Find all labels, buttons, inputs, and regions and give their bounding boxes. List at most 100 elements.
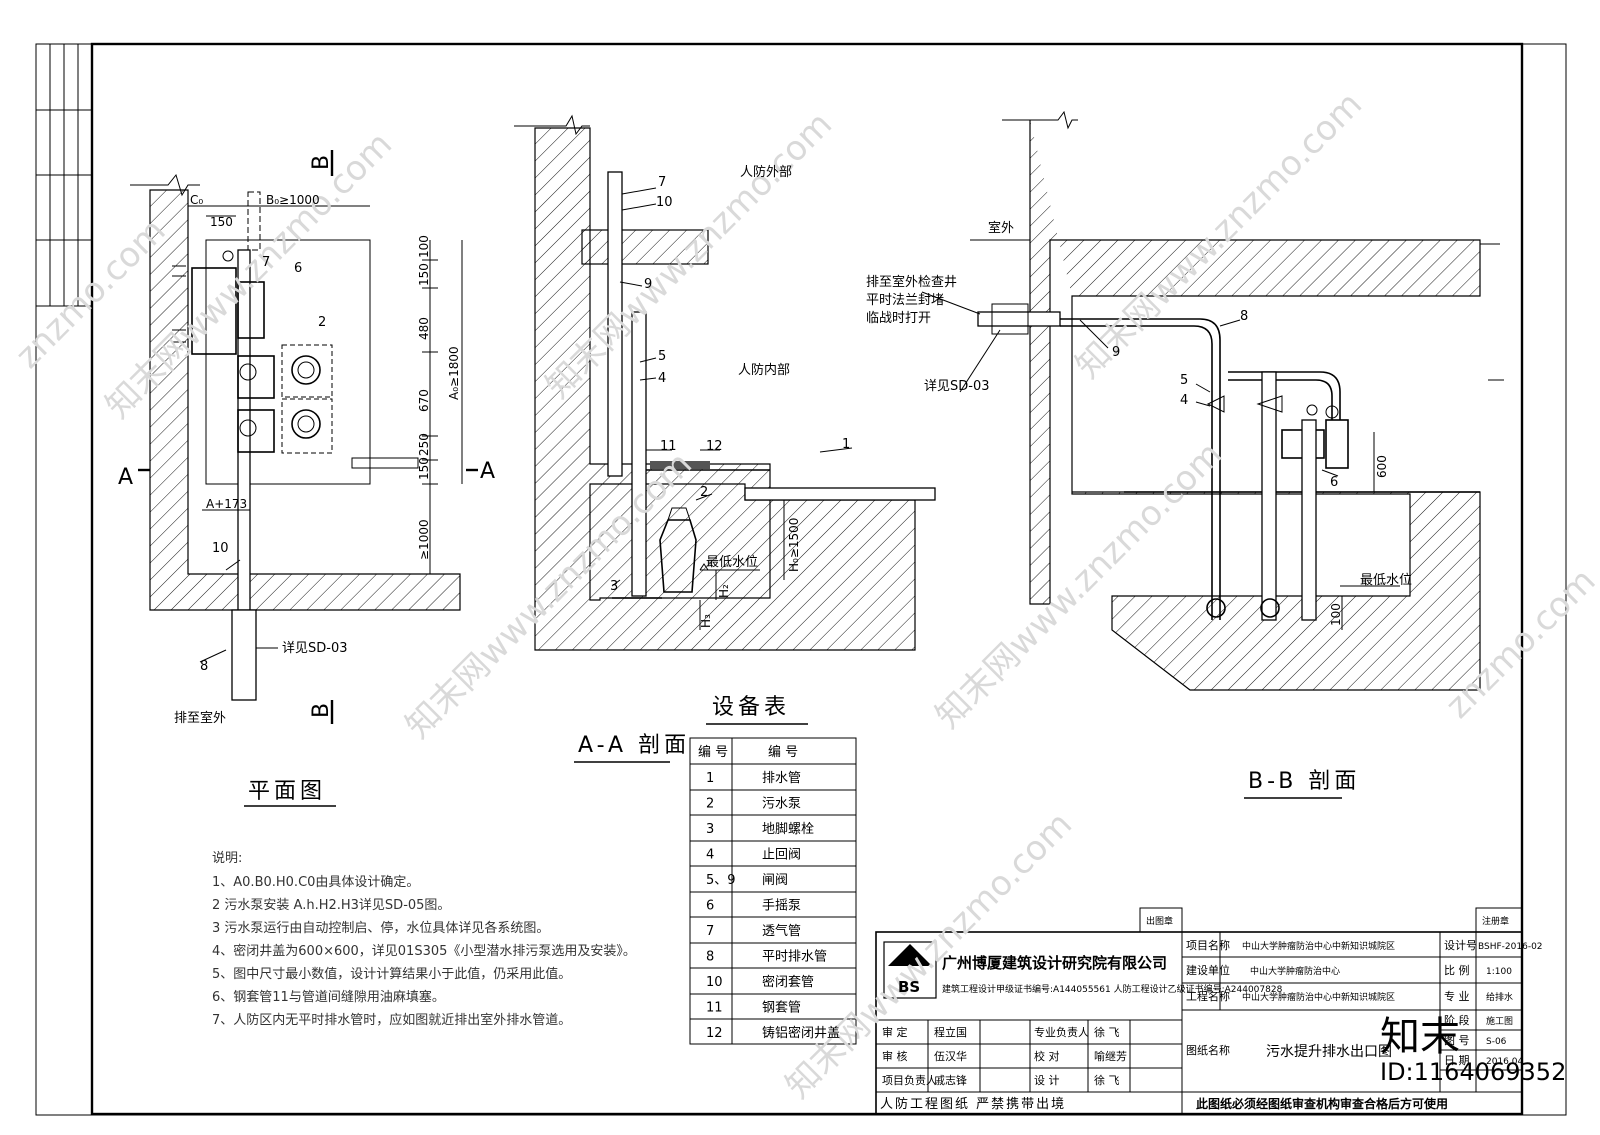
aa-dim-h2: H₂ [717, 584, 731, 598]
note-item: 4、密闭井盖为600×600，详见01S305《小型潜水排污泵选用及安装》。 [212, 943, 636, 959]
watermark-text: 知末网www.znzmo.com [1068, 84, 1370, 386]
watermark-text: 知末网www.znzmo.com [928, 434, 1230, 736]
section-aa-view [514, 114, 936, 651]
scale-value: 1:100 [1486, 967, 1512, 977]
dim-a173: A+173 [206, 497, 247, 511]
bb-outdoor: 室外 [988, 220, 1014, 236]
plan-callout-2: 2 [318, 315, 326, 330]
dim-right-0: 100 [417, 235, 431, 258]
table-row-number: 8 [706, 950, 714, 965]
table-row-name: 污水泵 [762, 797, 801, 812]
table-row-number: 12 [706, 1026, 723, 1041]
dim-right-4: 250 [417, 433, 431, 456]
image-id: ID:1164069352 [1380, 1058, 1566, 1086]
bb-note-line-2: 临战时打开 [866, 311, 931, 326]
dim-c0: C₀ [190, 193, 203, 207]
work-label: 工程名称 [1186, 989, 1230, 1003]
bb-callout-6: 6 [1330, 475, 1338, 490]
section-aa-title: A-A 剖面 [578, 733, 690, 758]
sheet-value: S-06 [1486, 1037, 1507, 1047]
aa-callout-5: 5 [658, 349, 666, 364]
spec-label: 专 业 [1444, 989, 1470, 1003]
section-mark-b-top: B [309, 151, 334, 170]
note-item: 6、钢套管11与管道间缝隙用油麻填塞。 [212, 989, 445, 1005]
client-label: 建设单位 [1186, 963, 1230, 977]
aa-callout-3: 3 [610, 579, 618, 594]
dim-150: 150 [210, 215, 233, 229]
table-row-number: 10 [706, 975, 723, 990]
plan-callout-7: 7 [262, 255, 270, 270]
date-value: 2016.04 [1486, 1057, 1523, 1067]
dim-right-3: 670 [417, 389, 431, 412]
table-row-name: 排水管 [762, 771, 801, 786]
table-row-name: 钢套管 [762, 1000, 801, 1016]
aa-min-water: 最低水位 [706, 555, 758, 570]
dim-bottom: ≥1000 [417, 519, 431, 560]
stamp-out-label: 出图章 [1146, 915, 1173, 927]
aa-callout-9: 9 [644, 277, 652, 292]
bb-min-water: 最低水位 [1360, 573, 1412, 588]
notes-list: 1、A0.B0.H0.C0由具体设计确定。 2 污水泵安装 A.h.H2.H3详见… [212, 875, 636, 1028]
bb-callout-5: 5 [1180, 373, 1188, 388]
design-no-label: 设计号 [1444, 939, 1477, 952]
inner-frame [90, 42, 1524, 1116]
aa-callout-11: 11 [660, 439, 677, 454]
table-row-number: 3 [706, 822, 714, 837]
scale-label: 比 例 [1444, 963, 1470, 977]
table-row-name: 密闭套管 [762, 974, 814, 990]
margin-grid [35, 44, 92, 307]
company-name: 广州博厦建筑设计研究院有限公司 [942, 954, 1167, 972]
table-header-no: 编 号 [698, 745, 728, 760]
note-item: 7、人防区内无平时排水管时，应如图就近排出室外排水管道。 [212, 1012, 571, 1028]
stamp-reg-label: 注册章 [1482, 915, 1509, 927]
company-cert: 建筑工程设计甲级证书编号:A144055561 人防工程设计乙级证书编号:A24… [942, 983, 1283, 995]
signature-cell: 专业负责人 [1034, 1025, 1089, 1039]
aa-callout-2: 2 [700, 485, 708, 500]
plan-discharge: 排至室外 [174, 710, 226, 726]
table-row-name: 透气管 [762, 923, 801, 939]
sheet-label: 图 号 [1444, 1034, 1470, 1047]
signature-cell: 审 定 [882, 1025, 908, 1039]
table-row-name: 手摇泵 [762, 899, 801, 914]
note-item: 2 污水泵安装 A.h.H2.H3详见SD-05图。 [212, 898, 450, 913]
signature-cell: 徐 飞 [1094, 1025, 1120, 1039]
spec-value: 给排水 [1486, 991, 1513, 1003]
signature-cell: 设 计 [1034, 1074, 1060, 1087]
dim-right-1: 150 [417, 263, 431, 286]
signature-table: 审 定程立国专业负责人徐 飞审 核伍汉华校 对喻继芳项目负责人戚志锋设 计徐 飞 [882, 1025, 1127, 1087]
dim-b0: B₀≥1000 [266, 193, 320, 207]
plan-callout-8: 8 [200, 659, 208, 674]
section-bb-view [921, 110, 1504, 691]
dim-a0: A₀≥1800 [447, 346, 461, 400]
bb-callout-9: 9 [1112, 345, 1120, 360]
table-row-name: 闸阀 [762, 873, 788, 888]
table-row-number: 4 [706, 848, 714, 863]
design-no-value: BSHF-2016-02 [1478, 942, 1543, 952]
plan-title: 平面图 [248, 779, 326, 804]
drawing-value: 污水提升排水出口图 [1266, 1044, 1392, 1060]
footer-left: 人防工程图纸 严禁携带出境 [880, 1096, 1066, 1112]
bb-note-line-1: 平时法兰封堵 [866, 293, 944, 308]
bb-detail-ref: 详见SD-03 [924, 379, 990, 394]
aa-callout-7: 7 [658, 175, 666, 190]
bb-note-line-0: 排至室外检查井 [866, 274, 957, 290]
table-row-name: 平时排水管 [762, 950, 827, 965]
note-item: 1、A0.B0.H0.C0由具体设计确定。 [212, 875, 419, 890]
stage-label: 阶 段 [1444, 1013, 1470, 1027]
table-row-number: 5、9 [706, 873, 736, 888]
brand-watermark: 知末 [1380, 1014, 1460, 1060]
section-mark-a-right: A [480, 459, 499, 484]
title-block-grid [875, 907, 1523, 1115]
company-logo: BS [898, 978, 920, 996]
bb-dim-600: 600 [1375, 455, 1389, 478]
section-mark-b-bottom: B [309, 699, 334, 718]
note-item: 3 污水泵运行由自动控制启、停，水位具体详见各系统图。 [212, 920, 549, 936]
bb-callout-8: 8 [1240, 309, 1248, 324]
aa-callout-4: 4 [658, 371, 666, 386]
aa-dim-h0: H₀≥1500 [787, 518, 801, 572]
plan-callout-10: 10 [212, 541, 229, 556]
signature-cell: 校 对 [1034, 1049, 1060, 1063]
